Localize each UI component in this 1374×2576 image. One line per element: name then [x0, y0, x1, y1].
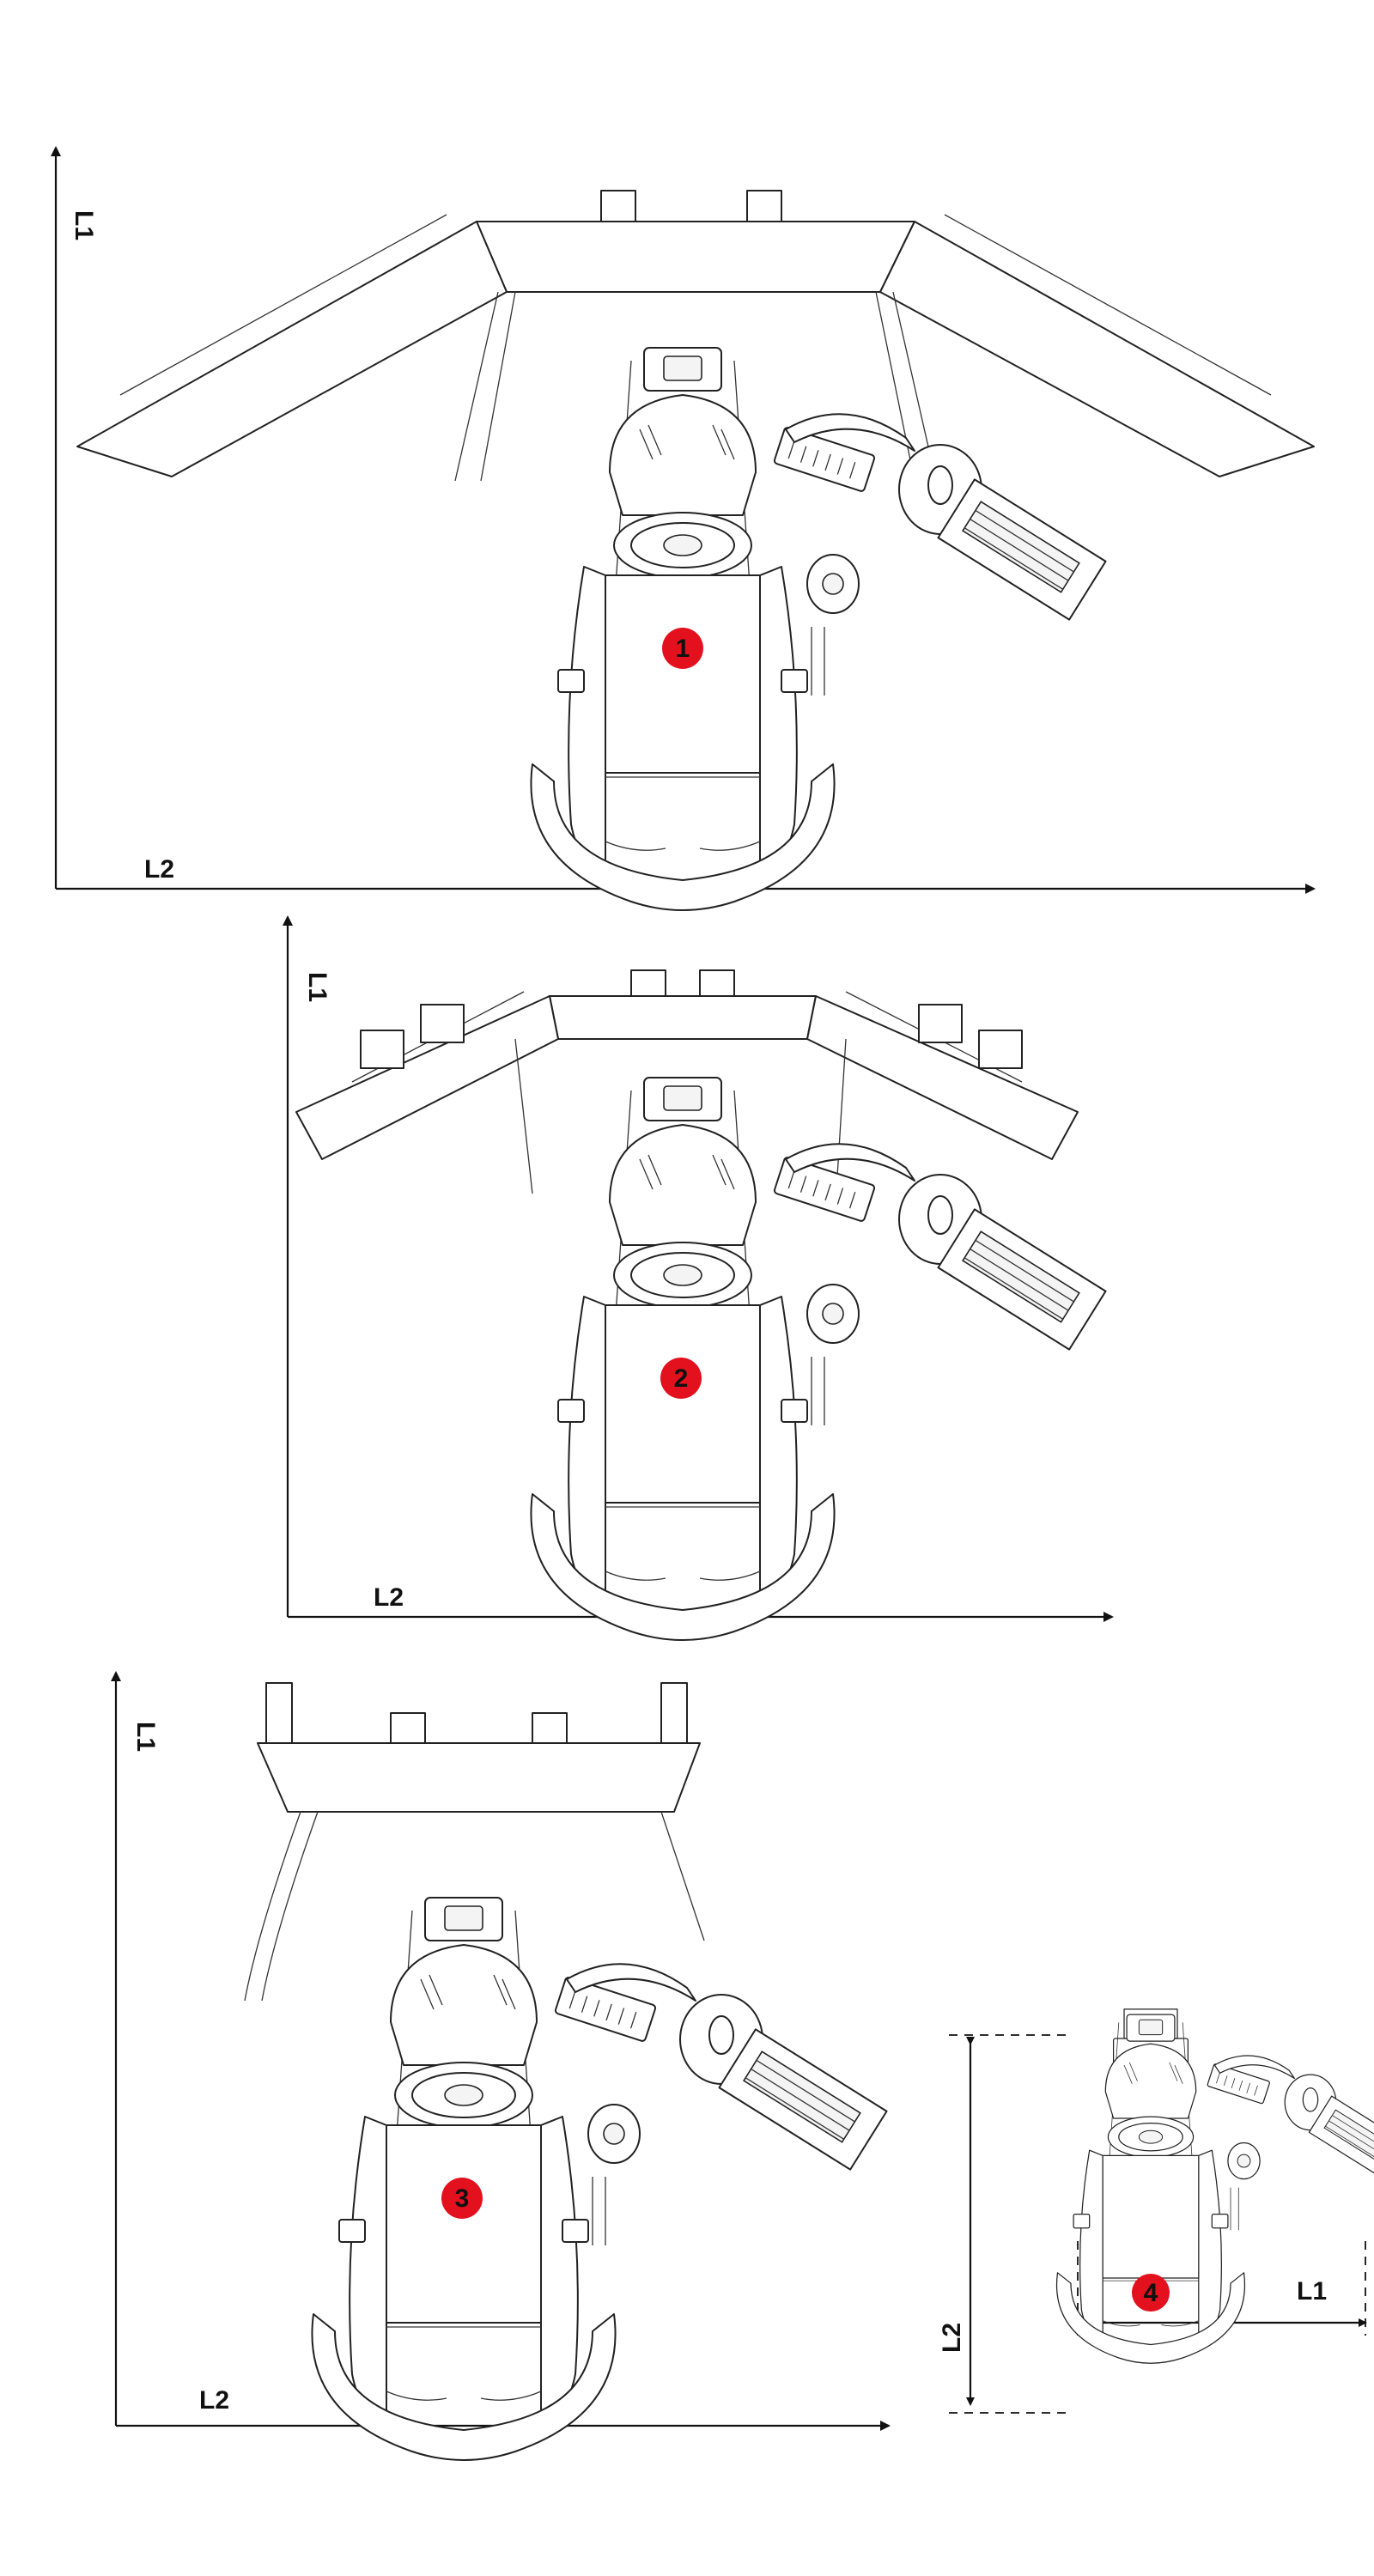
badge-number: 4	[1144, 2279, 1158, 2307]
badge-4: 4	[1132, 2274, 1170, 2312]
monitor-stand	[76, 190, 1315, 482]
badge-number: 3	[455, 2184, 470, 2213]
red-badge-icon	[660, 1358, 702, 1399]
vertical-axis-label: L1	[131, 1722, 160, 1752]
seat-wheel-assembly	[311, 1897, 888, 2461]
horizontal-dimension-label: L1	[1297, 2277, 1327, 2306]
configuration-1: L1 L2 1	[51, 146, 1316, 911]
configuration-2: L1 L2 2	[283, 915, 1114, 1641]
badge-2: 2	[660, 1358, 702, 1399]
red-badge-icon	[1132, 2274, 1170, 2312]
badge-1: 1	[662, 628, 703, 669]
vertical-dimension-label: L2	[938, 2323, 966, 2353]
configuration-4: L2 L1 4	[938, 2008, 1374, 2414]
red-badge-icon	[662, 628, 703, 669]
seat-wheel-assembly	[530, 347, 1107, 911]
badge-number: 2	[674, 1364, 689, 1393]
monitor-stand	[295, 969, 1079, 1194]
seat-wheel-assembly	[530, 1077, 1107, 1641]
configuration-3: L1 L2 3	[111, 1671, 891, 2461]
vertical-axis-label: L1	[70, 210, 98, 240]
red-badge-icon	[441, 2178, 483, 2219]
monitor-stand	[244, 1682, 705, 2002]
horizontal-axis-label: L2	[144, 855, 174, 884]
horizontal-axis-label: L2	[374, 1583, 404, 1612]
vertical-axis-label: L1	[303, 972, 331, 1002]
badge-number: 1	[676, 635, 690, 663]
horizontal-axis-label: L2	[199, 2386, 229, 2415]
compact-cockpit	[1055, 2008, 1374, 2364]
badge-3: 3	[441, 2178, 483, 2219]
